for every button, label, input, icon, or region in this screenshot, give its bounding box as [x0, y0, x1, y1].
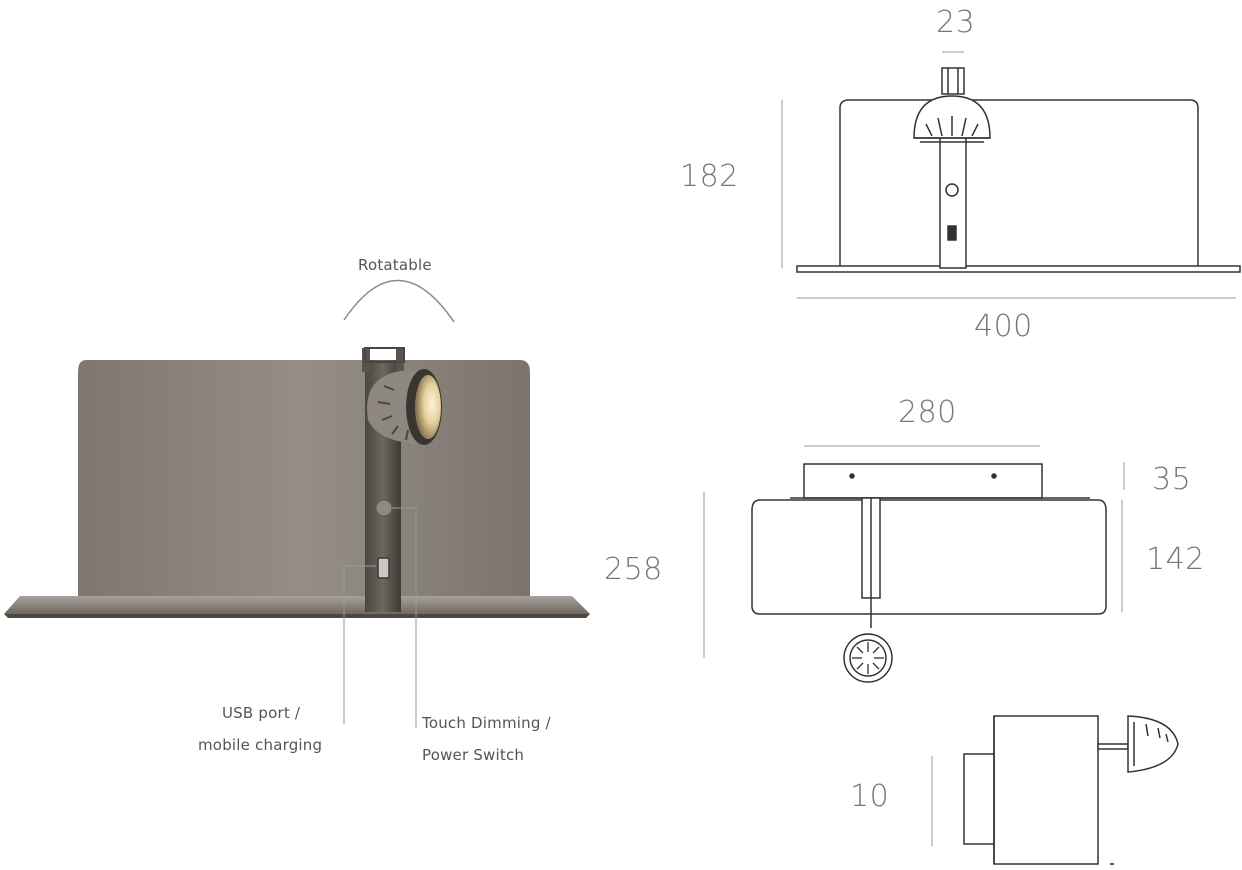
back-panel	[78, 360, 530, 598]
front-view-drawing	[781, 51, 1241, 299]
top-view-drawing	[751, 445, 1125, 683]
touch-label-line2: Power Switch	[422, 746, 525, 764]
height-182-label: 182	[680, 159, 739, 194]
depth-35-label: 35	[1152, 462, 1192, 497]
touch-callout-line	[392, 507, 417, 728]
shelf	[4, 596, 590, 614]
usb-port	[377, 557, 390, 579]
side-view-drawing	[931, 715, 1179, 865]
height-258-label: 258	[604, 552, 663, 587]
touch-button	[375, 499, 393, 517]
thickness-10-label: 10	[850, 779, 890, 814]
width-400-label: 400	[974, 309, 1033, 344]
lamp-photo	[4, 279, 705, 728]
width-280-label: 280	[898, 395, 957, 430]
head-width-23-label: 23	[936, 5, 976, 40]
rotation-arc	[343, 279, 455, 323]
usb-callout-line	[343, 565, 376, 724]
usb-label-line2: mobile charging	[198, 736, 323, 754]
usb-label-line1: USB port /	[222, 704, 301, 722]
lamp-head	[367, 369, 442, 445]
rotatable-label: Rotatable	[358, 256, 432, 274]
touch-label-line1: Touch Dimming /	[422, 714, 551, 732]
depth-142-label: 142	[1146, 542, 1205, 577]
